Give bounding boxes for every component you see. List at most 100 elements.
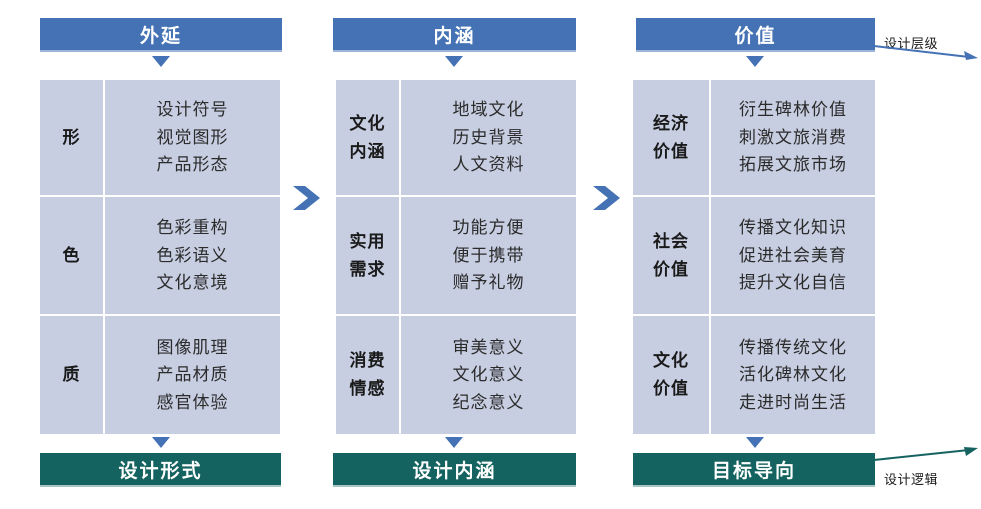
group-value: 审美意义 xyxy=(452,337,525,357)
group-key-line: 实用 xyxy=(349,231,386,251)
group-key: 质 xyxy=(40,316,105,434)
group-key-line: 文化 xyxy=(349,113,386,133)
group-key-line: 社会 xyxy=(653,231,689,251)
group-key-line: 情感 xyxy=(349,379,386,398)
table-column-2: 文化 内涵 地域文化 历史背景 人文资料 实用 需求 功能方便 便于携带 赠予礼… xyxy=(336,80,576,434)
group-value: 产品形态 xyxy=(156,155,229,175)
design-level-axis-label: 设计层级 xyxy=(884,36,939,51)
table-group: 经济 价值 衍生碑林价值 刺激文旅消费 拓展文旅市场 xyxy=(633,80,875,197)
group-key: 社会 价值 xyxy=(633,197,711,314)
group-value: 人文资料 xyxy=(452,155,525,175)
header-bar-3-label: 价值 xyxy=(734,25,777,47)
header-bar-2: 内涵 xyxy=(333,18,576,50)
group-key: 形 xyxy=(40,80,105,195)
group-value: 走进时尚生活 xyxy=(739,392,847,412)
group-key-line: 内涵 xyxy=(349,141,386,161)
table-column-3: 经济 价值 衍生碑林价值 刺激文旅消费 拓展文旅市场 社会 价值 传播文化知识 … xyxy=(633,80,875,434)
group-value: 历史背景 xyxy=(452,127,525,147)
group-key-line: 消费 xyxy=(349,351,386,371)
group-value: 促进社会美育 xyxy=(739,245,847,265)
design-level-axis-arrow xyxy=(874,45,978,60)
table-group: 文化 价值 传播传统文化 活化碑林文化 走进时尚生活 xyxy=(633,316,875,434)
header-underline-3 xyxy=(636,50,875,52)
group-value: 视觉图形 xyxy=(156,127,229,147)
group-value: 感官体验 xyxy=(156,392,229,412)
group-value: 图像肌理 xyxy=(156,337,229,357)
group-value: 文化意境 xyxy=(156,273,229,293)
footer-bar-2-label: 设计内涵 xyxy=(412,460,497,482)
group-value: 便于携带 xyxy=(452,245,525,265)
footer-bar-3: 目标导向 xyxy=(633,453,875,485)
group-key: 经济 价值 xyxy=(633,80,711,195)
group-values: 衍生碑林价值 刺激文旅消费 拓展文旅市场 xyxy=(711,80,875,195)
table-group: 消费 情感 审美意义 文化意义 纪念意义 xyxy=(336,316,576,434)
group-value: 衍生碑林价值 xyxy=(739,100,847,120)
group-value: 色彩语义 xyxy=(156,245,229,265)
group-value: 地域文化 xyxy=(452,100,525,120)
header-bar-2-label: 内涵 xyxy=(433,25,476,47)
triangle-down-bottom-2 xyxy=(445,437,463,448)
group-key-line: 价值 xyxy=(653,259,689,279)
table-column-1: 形 设计符号 视觉图形 产品形态 色 色彩重构 色彩语义 文化意境 质 图像 xyxy=(40,80,280,434)
group-key: 文化 价值 xyxy=(633,316,711,434)
group-value: 文化意义 xyxy=(452,365,525,385)
group-key: 消费 情感 xyxy=(336,316,401,434)
triangle-down-bottom-3 xyxy=(746,437,764,448)
triangle-down-top-1 xyxy=(152,56,170,67)
table-group: 形 设计符号 视觉图形 产品形态 xyxy=(40,80,280,197)
footer-bar-1-label: 设计形式 xyxy=(118,460,203,482)
group-values: 图像肌理 产品材质 感官体验 xyxy=(105,316,280,434)
chevron-right-icon-1 xyxy=(293,186,320,210)
group-key-line: 文化 xyxy=(653,351,689,371)
group-value: 功能方便 xyxy=(452,218,525,238)
group-value: 传播传统文化 xyxy=(739,337,847,357)
footer-underline-3 xyxy=(633,485,875,487)
group-key-line: 经济 xyxy=(653,113,689,133)
group-value: 传播文化知识 xyxy=(739,218,847,238)
group-values: 设计符号 视觉图形 产品形态 xyxy=(105,80,280,195)
group-value: 纪念意义 xyxy=(452,392,525,412)
group-values: 传播文化知识 促进社会美育 提升文化自信 xyxy=(711,197,875,314)
footer-underline-2 xyxy=(333,485,576,487)
footer-bar-3-label: 目标导向 xyxy=(711,460,796,482)
footer-underline-1 xyxy=(40,485,281,487)
table-group: 实用 需求 功能方便 便于携带 赠予礼物 xyxy=(336,197,576,316)
triangle-down-top-3 xyxy=(746,56,764,67)
group-value: 提升文化自信 xyxy=(739,273,847,293)
footer-bar-2: 设计内涵 xyxy=(333,453,576,485)
triangle-down-top-2 xyxy=(445,56,463,67)
header-bar-1-label: 外延 xyxy=(139,25,182,47)
design-logic-axis-label: 设计逻辑 xyxy=(884,472,939,487)
design-logic-axis-arrow xyxy=(874,447,978,461)
group-value: 产品材质 xyxy=(156,365,229,385)
group-key-line: 质 xyxy=(62,365,81,385)
triangle-down-bottom-1 xyxy=(152,437,170,448)
group-key: 色 xyxy=(40,197,105,314)
group-values: 传播传统文化 活化碑林文化 走进时尚生活 xyxy=(711,316,875,434)
group-key: 文化 内涵 xyxy=(336,80,401,195)
group-value: 赠予礼物 xyxy=(452,273,525,293)
group-key-line: 价值 xyxy=(653,379,689,398)
group-values: 色彩重构 色彩语义 文化意境 xyxy=(105,197,280,314)
group-key-line: 色 xyxy=(62,245,81,265)
table-group: 色 色彩重构 色彩语义 文化意境 xyxy=(40,197,280,316)
group-values: 地域文化 历史背景 人文资料 xyxy=(401,80,576,195)
group-key: 实用 需求 xyxy=(336,197,401,314)
footer-bar-1: 设计形式 xyxy=(40,453,281,485)
group-value: 色彩重构 xyxy=(156,218,229,238)
group-value: 设计符号 xyxy=(156,100,229,120)
group-key-line: 需求 xyxy=(349,259,386,279)
table-group: 质 图像肌理 产品材质 感官体验 xyxy=(40,316,280,434)
group-key-line: 价值 xyxy=(653,141,689,161)
table-group: 文化 内涵 地域文化 历史背景 人文资料 xyxy=(336,80,576,197)
group-values: 审美意义 文化意义 纪念意义 xyxy=(401,316,576,434)
group-key-line: 形 xyxy=(62,127,81,147)
group-value: 活化碑林文化 xyxy=(739,365,847,385)
group-values: 功能方便 便于携带 赠予礼物 xyxy=(401,197,576,314)
header-underline-1 xyxy=(40,50,282,52)
table-group: 社会 价值 传播文化知识 促进社会美育 提升文化自信 xyxy=(633,197,875,316)
group-value: 拓展文旅市场 xyxy=(739,155,847,175)
header-bar-3: 价值 xyxy=(636,18,875,50)
header-bar-1: 外延 xyxy=(40,18,282,50)
